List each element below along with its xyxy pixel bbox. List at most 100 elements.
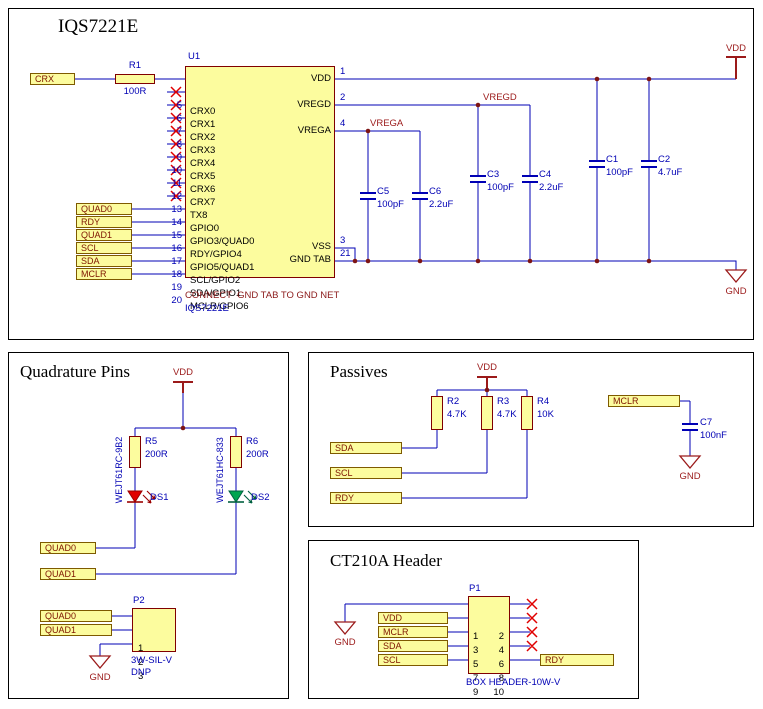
u1-pin-number-1: 1 — [340, 66, 346, 77]
pin-name: GPIO3/QUAD0 — [190, 236, 255, 247]
r4-body — [521, 396, 533, 430]
pin-name: CRX3 — [190, 145, 216, 156]
vdd-label-main: VDD — [725, 43, 747, 54]
p2-body — [132, 608, 176, 652]
pin-name: TX8 — [190, 210, 208, 221]
pin-number: 13 — [171, 204, 182, 215]
vdd-label-quad: VDD — [172, 367, 194, 378]
u1-pin-vregd: VREGD — [297, 99, 331, 110]
pin-number: 16 — [171, 243, 182, 254]
port-rdy-header: RDY — [540, 654, 614, 666]
pin-name: RDY/GPIO4 — [190, 249, 242, 260]
ds2-part-number: WEJT61HC-833 — [215, 437, 225, 503]
section-title-ct210a: CT210A Header — [330, 551, 442, 570]
pin-name: SDA/GPIO1 — [190, 288, 242, 299]
gnd-label-quad: GND — [89, 672, 111, 683]
ground-symbols — [88, 269, 748, 670]
pin-number: 10 — [171, 165, 182, 176]
pin-number: 2 — [498, 631, 504, 642]
u1-pin-vss: VSS — [311, 241, 331, 252]
r5-value: 200R — [145, 449, 168, 460]
c5-designator: C5 — [377, 186, 390, 197]
u1-note-partname: IQS7221E — [185, 303, 229, 314]
pin-number: 15 — [171, 230, 182, 241]
c1-value: 100pF — [606, 167, 633, 178]
c4-designator: C4 — [539, 169, 552, 180]
pin-name: CRX7 — [190, 197, 216, 208]
r4-value: 10K — [537, 409, 554, 420]
p1-body — [468, 596, 510, 674]
port-sda-passives: SDA — [330, 442, 402, 454]
pin-number: 7 — [473, 673, 479, 684]
section-title-main: IQS7221E — [58, 16, 139, 37]
frame-quadrature — [8, 352, 289, 699]
r5-designator: R5 — [145, 436, 158, 447]
pin-name: CRX5 — [190, 171, 216, 182]
pin-number: 1 — [138, 643, 144, 654]
port-sda-u1: SDA — [76, 255, 132, 267]
pin-number: 3 — [473, 645, 479, 656]
c2-value: 4.7uF — [658, 167, 683, 178]
c1-designator: C1 — [606, 154, 619, 165]
r1-value: 100R — [123, 86, 147, 97]
p2-dnp-note: DNP — [131, 667, 152, 678]
led-ds2-symbol — [228, 490, 257, 504]
port-quad1-p2: QUAD1 — [40, 624, 112, 636]
u1-pin-number-3: 3 — [340, 235, 346, 246]
c2-designator: C2 — [658, 154, 671, 165]
gnd-label-main: GND — [725, 286, 747, 297]
ds2-designator: DS2 — [251, 492, 270, 503]
vdd-label-passives: VDD — [476, 362, 498, 373]
pin-number: 9 — [176, 152, 182, 163]
port-scl-passives: SCL — [330, 467, 402, 479]
c3-value: 100pF — [487, 182, 514, 193]
pin-number: 18 — [171, 269, 182, 280]
c3-designator: C3 — [487, 169, 500, 180]
port-quad0-u1: QUAD0 — [76, 203, 132, 215]
r1-designator: R1 — [128, 60, 142, 71]
frame-passives — [308, 352, 754, 527]
c6-value: 2.2uF — [429, 199, 454, 210]
pin-number: 12 — [171, 191, 182, 202]
pin-name: CRX2 — [190, 132, 216, 143]
pin-name: CRX4 — [190, 158, 216, 169]
r2-body — [431, 396, 443, 430]
frame-main — [8, 8, 754, 340]
junction-dots — [180, 76, 652, 431]
r4-designator: R4 — [537, 396, 550, 407]
port-quad0-led: QUAD0 — [40, 542, 96, 554]
gnd-label-passives: GND — [679, 471, 701, 482]
r2-value: 4.7K — [447, 409, 467, 420]
port-sda-header: SDA — [378, 640, 448, 652]
pin-number: 3 — [138, 671, 144, 682]
pin-number: 17 — [171, 256, 182, 267]
section-title-passives: Passives — [330, 362, 388, 381]
pin-number: 6 — [498, 659, 504, 670]
section-title-quadrature: Quadrature Pins — [20, 362, 131, 381]
ds1-part-number: WEJT61RC-9B2 — [114, 436, 124, 504]
port-mclr-u1: MCLR — [76, 268, 132, 280]
pin-name: MCLR/GPIO6 — [190, 301, 249, 312]
ds1-designator: DS1 — [150, 492, 169, 503]
pin-number: 9 — [473, 687, 479, 698]
u1-pin-vrega: VREGA — [297, 125, 331, 136]
capacitor-symbols — [360, 160, 698, 431]
pin-number: 19 — [171, 282, 182, 293]
u1-pin-number-2: 2 — [340, 92, 346, 103]
port-mclr-passives: MCLR — [608, 395, 680, 407]
port-quad1-led: QUAD1 — [40, 568, 96, 580]
pin-number: 20 — [171, 295, 182, 306]
c4-value: 2.2uF — [539, 182, 564, 193]
u1-note-gndtab: CONNECT GND TAB TO GND NET — [185, 290, 340, 301]
pin-name: GPIO0 — [190, 223, 220, 234]
pin-number: 8 — [176, 139, 182, 150]
pin-number: 14 — [171, 217, 182, 228]
c7-value: 100nF — [700, 430, 727, 441]
pin-number: 6 — [176, 113, 182, 124]
